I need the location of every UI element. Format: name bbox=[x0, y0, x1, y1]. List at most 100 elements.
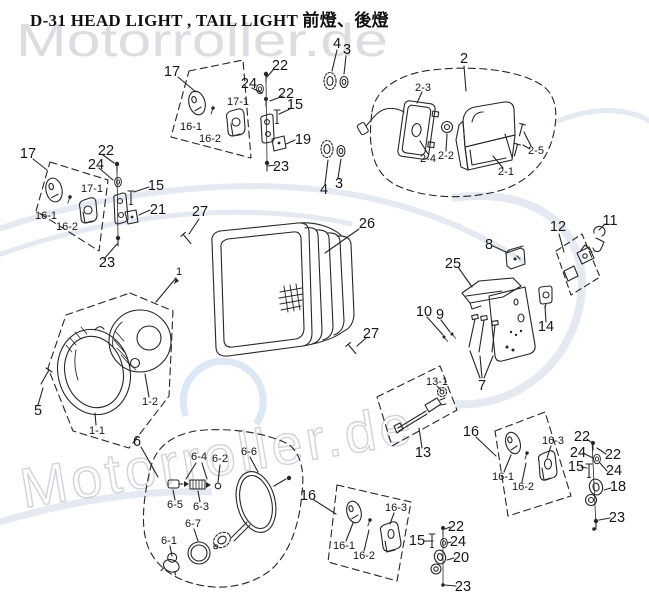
part-label-6: 6 bbox=[132, 434, 142, 450]
screw-5 bbox=[37, 367, 53, 406]
part-label-24: 24 bbox=[240, 76, 258, 92]
part-label-22: 22 bbox=[97, 143, 115, 159]
part-label-1: 1 bbox=[175, 266, 183, 278]
tail-bulb bbox=[440, 120, 454, 134]
part-label-1-2: 1-2 bbox=[142, 396, 158, 408]
part-label-24: 24 bbox=[605, 463, 623, 479]
part-label-17: 17 bbox=[19, 146, 37, 162]
part-label-4: 4 bbox=[319, 182, 329, 198]
part-label-6-6: 6-6 bbox=[241, 446, 257, 458]
part-label-16-1: 16-1 bbox=[332, 540, 356, 552]
fasteners-18-stack bbox=[580, 438, 612, 531]
group-17-left bbox=[32, 154, 151, 260]
part-label-16-3: 16-3 bbox=[384, 502, 408, 514]
part-label-2-1: 2-1 bbox=[498, 166, 514, 178]
group-6-bulb-parts bbox=[140, 429, 304, 588]
part-label-13: 13 bbox=[414, 445, 432, 461]
page-title: D-31 HEAD LIGHT , TAIL LIGHT 前燈、後燈 bbox=[30, 11, 389, 30]
part-label-16-2: 16-2 bbox=[352, 550, 376, 562]
part-label-23: 23 bbox=[454, 579, 472, 595]
part-label-27: 27 bbox=[362, 326, 380, 342]
part-label-16-2: 16-2 bbox=[511, 481, 535, 493]
part-label-7: 7 bbox=[477, 378, 487, 394]
part-label-16-1: 16-1 bbox=[491, 471, 515, 483]
tail-gasket-plate bbox=[397, 100, 440, 160]
part-label-22: 22 bbox=[604, 447, 622, 463]
part-label-23: 23 bbox=[98, 255, 116, 271]
part-label-22: 22 bbox=[277, 86, 295, 102]
group-17-top bbox=[170, 59, 296, 172]
part-label-15: 15 bbox=[567, 459, 585, 475]
group-16-right bbox=[475, 411, 572, 517]
part-label-22: 22 bbox=[271, 58, 289, 74]
part-label-22: 22 bbox=[447, 519, 465, 535]
tail-housing bbox=[455, 101, 516, 171]
part-label-14: 14 bbox=[537, 319, 555, 335]
part-label-23: 23 bbox=[272, 159, 290, 175]
part-label-17: 17 bbox=[163, 64, 181, 80]
headlight-lens-group bbox=[37, 292, 174, 449]
headlight-housing bbox=[155, 218, 367, 357]
part-label-25: 25 bbox=[444, 256, 462, 272]
part-label-9: 9 bbox=[435, 307, 445, 323]
part-label-15: 15 bbox=[147, 178, 165, 194]
part-label-1-1: 1-1 bbox=[89, 425, 105, 437]
nut-washer-pairs bbox=[320, 49, 349, 185]
part-label-5: 5 bbox=[33, 403, 43, 419]
part-label-3: 3 bbox=[342, 42, 352, 58]
part-label-17-1: 17-1 bbox=[80, 183, 104, 195]
part-label-3: 3 bbox=[334, 176, 344, 192]
swoosh-curves bbox=[0, 108, 649, 526]
bolts-7 bbox=[468, 313, 499, 379]
part-label-6-5: 6-5 bbox=[167, 499, 183, 511]
part-label-23: 23 bbox=[608, 510, 626, 526]
part-label-16: 16 bbox=[462, 424, 480, 440]
part-label-6-3: 6-3 bbox=[193, 501, 209, 513]
group-13-cable bbox=[376, 365, 458, 449]
tail-light-group bbox=[356, 65, 557, 198]
screws-10-9 bbox=[426, 316, 458, 343]
part-label-21: 21 bbox=[149, 202, 167, 218]
part-label-6-2: 6-2 bbox=[212, 453, 228, 465]
part-label-15: 15 bbox=[408, 533, 426, 549]
group-16-center bbox=[313, 484, 412, 582]
part-label-26: 26 bbox=[358, 216, 376, 232]
part-label-2-5: 2-5 bbox=[528, 145, 544, 157]
part-label-12: 12 bbox=[549, 219, 567, 235]
reflector-1-2 bbox=[108, 309, 172, 373]
part-label-24: 24 bbox=[87, 157, 105, 173]
part-label-10: 10 bbox=[415, 304, 433, 320]
part-label-2-3: 2-3 bbox=[415, 82, 431, 94]
part-label-15: 15 bbox=[286, 97, 304, 113]
watermark-top: Motorroller.de bbox=[16, 14, 388, 66]
part-label-2-2: 2-2 bbox=[438, 150, 454, 162]
part-8-box bbox=[492, 245, 526, 270]
part-label-16-2: 16-2 bbox=[55, 221, 79, 233]
part-label-6-1: 6-1 bbox=[161, 535, 177, 547]
part-label-17-1: 17-1 bbox=[226, 96, 250, 108]
tail-wire bbox=[365, 107, 405, 127]
bracket-25 bbox=[457, 266, 536, 362]
part-label-19: 19 bbox=[294, 132, 312, 148]
part-label-2: 2 bbox=[459, 51, 469, 67]
part-label-4: 4 bbox=[332, 36, 342, 52]
part-label-6-4: 6-4 bbox=[191, 451, 207, 463]
part-label-8: 8 bbox=[484, 237, 494, 253]
part-label-20: 20 bbox=[452, 550, 470, 566]
part-label-13-1: 13-1 bbox=[425, 376, 449, 388]
part-label-16-2: 16-2 bbox=[198, 133, 222, 145]
part-label-16: 16 bbox=[299, 488, 317, 504]
part-label-27: 27 bbox=[191, 204, 209, 220]
part-label-24: 24 bbox=[569, 445, 587, 461]
part-label-11: 11 bbox=[602, 213, 618, 229]
part-label-22: 22 bbox=[573, 429, 591, 445]
part-label-6-7: 6-7 bbox=[185, 518, 201, 530]
clip-14 bbox=[538, 285, 553, 323]
part-label-16-1: 16-1 bbox=[179, 121, 203, 133]
part-label-18: 18 bbox=[609, 479, 627, 495]
headlight-hatch bbox=[278, 283, 304, 313]
